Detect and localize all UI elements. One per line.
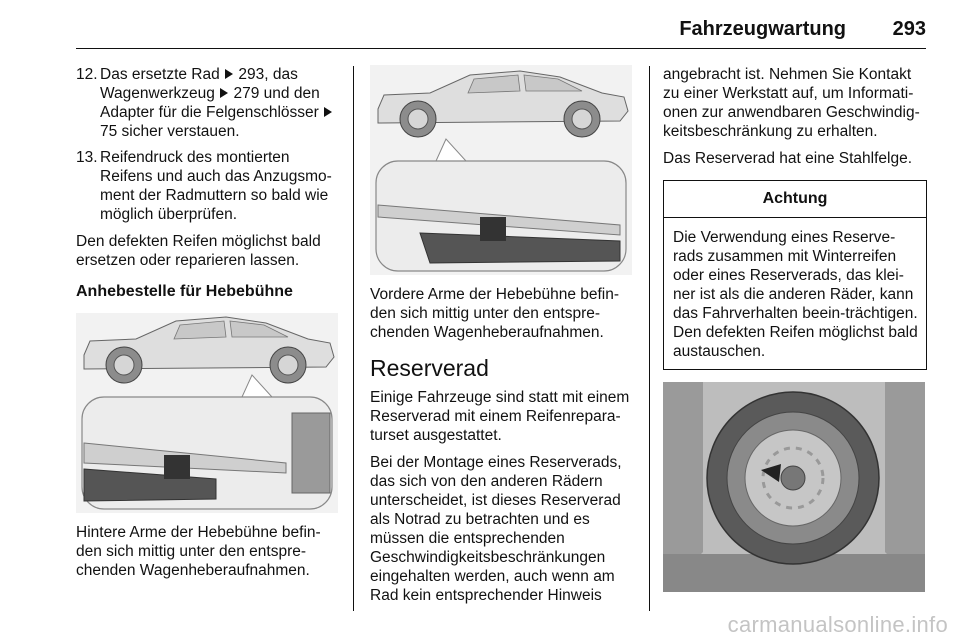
figure-front-lift-point	[370, 65, 632, 275]
paragraph-steel-rim: Das Reserverad hat eine Stahlfelge.	[663, 150, 913, 167]
paragraph-spare-mount: Bei der Montage eines Reserverads, das s…	[370, 454, 622, 604]
column-divider-2	[649, 66, 650, 611]
left-column: 12. Das ersetzte Rad 293, das Wagenwerkz…	[76, 65, 342, 588]
step-number: 13.	[76, 149, 98, 166]
lift-pad	[480, 217, 506, 241]
trunk-side-left	[663, 382, 703, 592]
step-13: 13. Reifendruck des montierten Reifens u…	[76, 148, 342, 224]
step-number: 12.	[76, 66, 98, 83]
heading-lift-point: Anhebestelle für Hebebühne	[76, 283, 293, 300]
paragraph-workshop: angebracht ist. Nehmen Sie Kontakt zu ei…	[663, 66, 920, 140]
watermark: carmanualsonline.info	[727, 612, 948, 637]
lift-pad	[164, 455, 190, 479]
page-ref-link[interactable]: 293, das Wagenwerkzeug	[100, 66, 298, 102]
wheel-detail	[291, 412, 331, 494]
spare-wheel-illustration	[706, 391, 880, 565]
car-side-illustration	[83, 316, 335, 384]
paragraph-spare-intro: Einige Fahrzeuge sind statt mit einem Re…	[370, 389, 630, 444]
step-text: Das ersetzte Rad	[100, 66, 220, 83]
paragraph-replace-tyre: Den defekten Reifen möglichst bald erset…	[76, 233, 321, 269]
step-text: Reifendruck des montierten Reifens und a…	[100, 149, 332, 223]
heading-spare-wheel: Reserverad	[370, 355, 489, 381]
page-ref-arrow-icon	[324, 106, 333, 117]
column-divider-1	[353, 66, 354, 611]
caption-rear-arms: Hintere Arme der Hebebühne befin-den sic…	[76, 524, 321, 579]
step-list: 12. Das ersetzte Rad 293, das Wagenwerkz…	[76, 65, 342, 224]
warning-title: Achtung	[664, 181, 926, 218]
page-ref-arrow-icon	[220, 87, 229, 98]
caption-front-arms: Vordere Arme der Hebebühne befin-den sic…	[370, 286, 620, 341]
warning-box: Achtung Die Verwendung eines Reserve-rad…	[663, 180, 927, 370]
header-rule	[76, 48, 926, 49]
trunk-side-right	[885, 382, 925, 592]
page-ref-arrow-icon	[225, 68, 234, 79]
page-ref-link[interactable]: 279 und den Adapter für die Felgenschlös…	[100, 85, 320, 121]
page-ref-link[interactable]: 75 sicher verstauen.	[100, 123, 240, 140]
figure-rear-lift-point	[76, 313, 338, 513]
right-column: angebracht ist. Nehmen Sie Kontakt zu ei…	[663, 65, 927, 602]
car-side-illustration	[377, 70, 629, 138]
middle-column: Vordere Arme der Hebebühne befin-den sic…	[370, 65, 634, 613]
step-12: 12. Das ersetzte Rad 293, das Wagenwerkz…	[76, 65, 342, 141]
warning-text: Die Verwendung eines Reserve-rads zusamm…	[673, 229, 918, 360]
page-number: 293	[892, 18, 926, 40]
lift-arm	[419, 232, 621, 264]
figure-spare-wheel-well	[663, 382, 925, 592]
section-title: Fahrzeugwartung	[679, 18, 846, 40]
